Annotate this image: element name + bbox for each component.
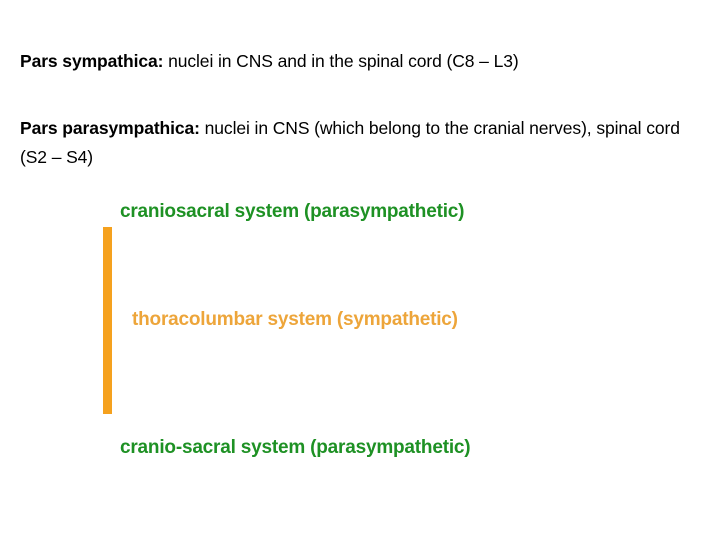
caption-thoracolumbar-system: thoracolumbar system (sympathetic) [132,309,458,330]
caption-craniosacral-system: craniosacral system (parasympathetic) [120,201,465,222]
paragraph-lead-pars-parasympathica: Pars parasympathica: [20,117,200,138]
paragraph-body-pars-parasympathica: nuclei in CNS (which belong to the crani… [20,117,680,167]
paragraph-lead-pars-sympathica: Pars sympathica: [20,50,164,71]
paragraph-pars-parasympathica: Pars parasympathica: nuclei in CNS (whic… [20,114,692,172]
orange-vertical-bar [103,227,112,414]
caption-cranio-sacral-system: cranio-sacral system (parasympathetic) [120,437,471,458]
paragraph-pars-sympathica: Pars sympathica: nuclei in CNS and in th… [20,47,692,76]
paragraph-body-pars-sympathica: nuclei in CNS and in the spinal cord (C8… [163,50,519,71]
